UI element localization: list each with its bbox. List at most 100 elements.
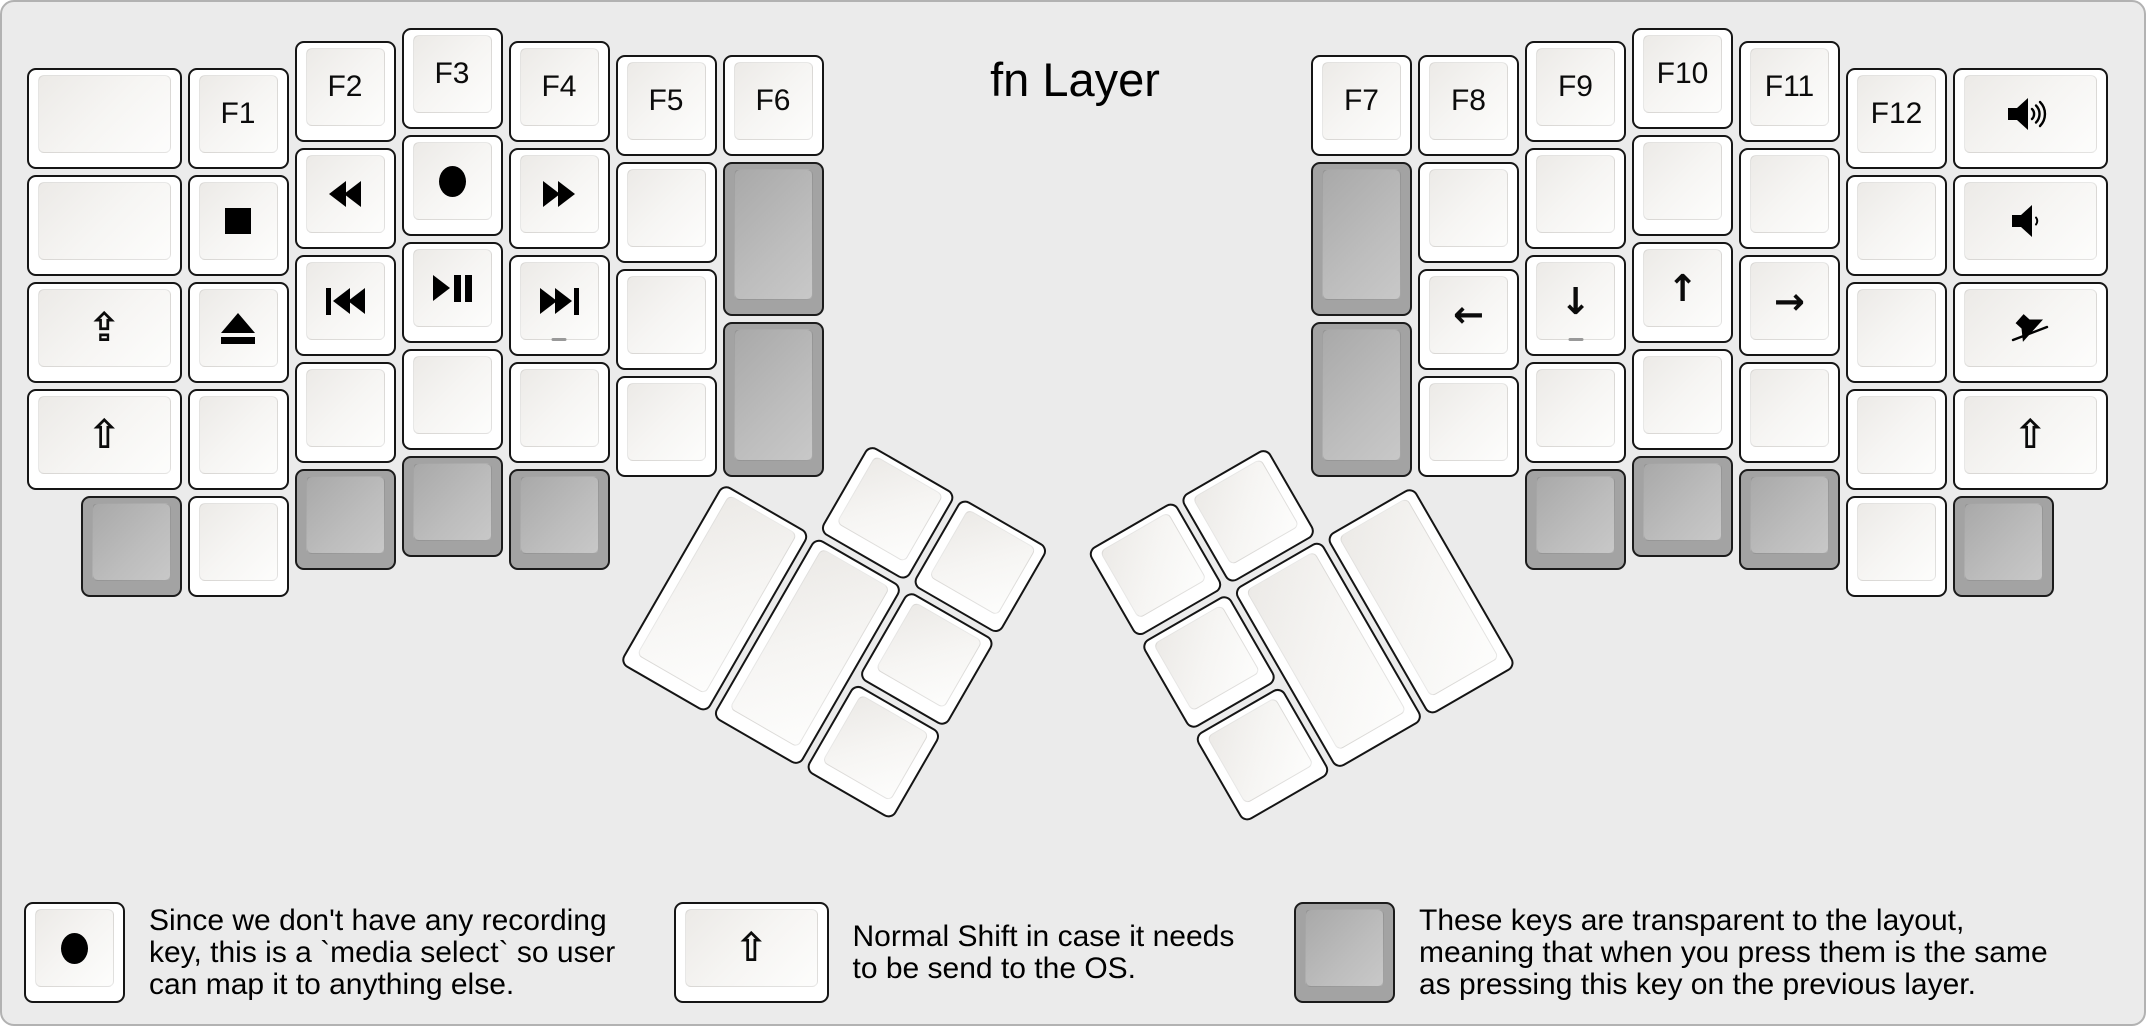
key-eject[interactable] [187, 282, 289, 384]
key-blank[interactable] [401, 349, 503, 450]
key-f12[interactable]: F12 [1846, 68, 1947, 170]
key-play-pause[interactable] [401, 242, 503, 343]
key-blank[interactable] [1632, 349, 1733, 450]
keycap-top [1857, 503, 1936, 582]
key-f10[interactable]: F10 [1632, 28, 1733, 129]
keycap-top [733, 168, 813, 301]
key-volume-down[interactable] [1953, 175, 2108, 277]
legend-text: Normal Shift in case it needs to be send… [852, 919, 1235, 985]
key-transparent[interactable] [401, 456, 503, 557]
key-next-track[interactable] [508, 255, 610, 357]
key-blank[interactable] [1846, 496, 1947, 598]
key-label: F10 [1656, 57, 1709, 90]
key-blank[interactable] [1632, 135, 1733, 236]
key-arrow-up[interactable]: ↑ [1632, 242, 1733, 343]
keycap-top: ↑ [1643, 249, 1722, 327]
key-f7[interactable]: F7 [1311, 54, 1412, 156]
key-blank[interactable] [1525, 148, 1626, 250]
key-volume-up[interactable] [1953, 68, 2108, 170]
key-blank[interactable] [1525, 362, 1626, 464]
keycap-top: ↓ [1536, 262, 1615, 341]
key-f3[interactable]: F3 [401, 28, 503, 129]
key-arrow-right[interactable]: → [1739, 255, 1840, 357]
key-blank[interactable] [1739, 148, 1840, 250]
key-label: F11 [1764, 70, 1815, 104]
key-transparent[interactable] [1953, 496, 2054, 598]
key-blank[interactable] [187, 389, 289, 491]
keycap-top [198, 182, 278, 261]
key-rewind[interactable] [294, 148, 396, 250]
keycap-top [91, 503, 171, 582]
keycap-top: ⇧ [38, 396, 171, 475]
key-blank[interactable] [615, 161, 717, 263]
keycap-top: F4 [519, 48, 599, 127]
key-blank[interactable] [294, 362, 396, 464]
keycap-top [874, 601, 983, 709]
key-f4[interactable]: F4 [508, 41, 610, 143]
keycap-top [1305, 909, 1384, 987]
keycap-top [1429, 168, 1508, 247]
prev-track-icon [325, 287, 365, 315]
key-arrow-down[interactable]: ↓ [1525, 255, 1626, 357]
key-f2[interactable]: F2 [294, 41, 396, 143]
key-f11[interactable]: F11 [1739, 41, 1840, 143]
keycap-top [1099, 511, 1207, 619]
keycap-top [519, 476, 599, 555]
keycap-top [1857, 396, 1936, 475]
key-label: F12 [1870, 97, 1923, 131]
key-transparent[interactable] [1739, 469, 1840, 571]
key-f6[interactable]: F6 [722, 54, 824, 156]
key-blank[interactable] [187, 496, 289, 598]
key-shift-lock[interactable]: ⇪ [27, 282, 182, 384]
key-transparent[interactable] [80, 496, 182, 598]
key-transparent[interactable] [722, 322, 824, 477]
key-blank[interactable] [27, 68, 182, 170]
page-title: fn Layer [990, 53, 1160, 106]
key-transparent[interactable] [1525, 469, 1626, 571]
key-transparent[interactable] [722, 161, 824, 317]
keycap-top: F8 [1429, 61, 1508, 140]
key-blank[interactable] [615, 268, 717, 370]
key-transparent[interactable] [1311, 322, 1412, 477]
keycap-top: F2 [305, 48, 385, 127]
key-label: F7 [1343, 83, 1379, 117]
key-blank[interactable] [1739, 362, 1840, 464]
key-blank[interactable] [1846, 282, 1947, 384]
key-transparent[interactable] [508, 469, 610, 571]
key-blank[interactable] [1846, 175, 1947, 277]
keycap-top [519, 155, 599, 234]
key-record[interactable] [401, 135, 503, 236]
key-transparent[interactable] [1311, 161, 1412, 317]
record-key-sample [24, 902, 125, 1003]
key-f5[interactable]: F5 [615, 54, 717, 156]
key-blank[interactable] [1418, 161, 1519, 263]
key-fast-forward[interactable] [508, 148, 610, 250]
key-f9[interactable]: F9 [1525, 41, 1626, 143]
key-blank[interactable] [508, 362, 610, 464]
key-blank[interactable] [27, 175, 182, 277]
key-shift[interactable]: ⇧ [27, 389, 182, 491]
key-prev-track[interactable] [294, 255, 396, 357]
key-label: F5 [648, 83, 684, 117]
key-arrow-left[interactable]: ← [1418, 268, 1519, 370]
key-blank[interactable] [615, 375, 717, 477]
keycap-top [1964, 503, 2043, 582]
fast-forward-icon [543, 181, 575, 208]
homing-bar [551, 338, 567, 342]
arrow-down-icon: ↓ [1559, 279, 1591, 323]
shift-lock-icon: ⇪ [87, 305, 121, 352]
key-f8[interactable]: F8 [1418, 54, 1519, 156]
key-shift[interactable]: ⇧ [1953, 389, 2108, 491]
next-track-icon [539, 287, 579, 315]
keycap-top: F9 [1536, 48, 1615, 127]
key-blank[interactable] [1846, 389, 1947, 491]
key-stop[interactable] [187, 175, 289, 277]
key-transparent[interactable] [1632, 456, 1733, 557]
key-label: F8 [1450, 83, 1486, 117]
key-f1[interactable]: F1 [187, 68, 289, 170]
key-blank[interactable] [1418, 375, 1519, 477]
key-mute[interactable] [1953, 282, 2108, 384]
key-transparent[interactable] [294, 469, 396, 571]
key-label: F9 [1557, 70, 1593, 104]
